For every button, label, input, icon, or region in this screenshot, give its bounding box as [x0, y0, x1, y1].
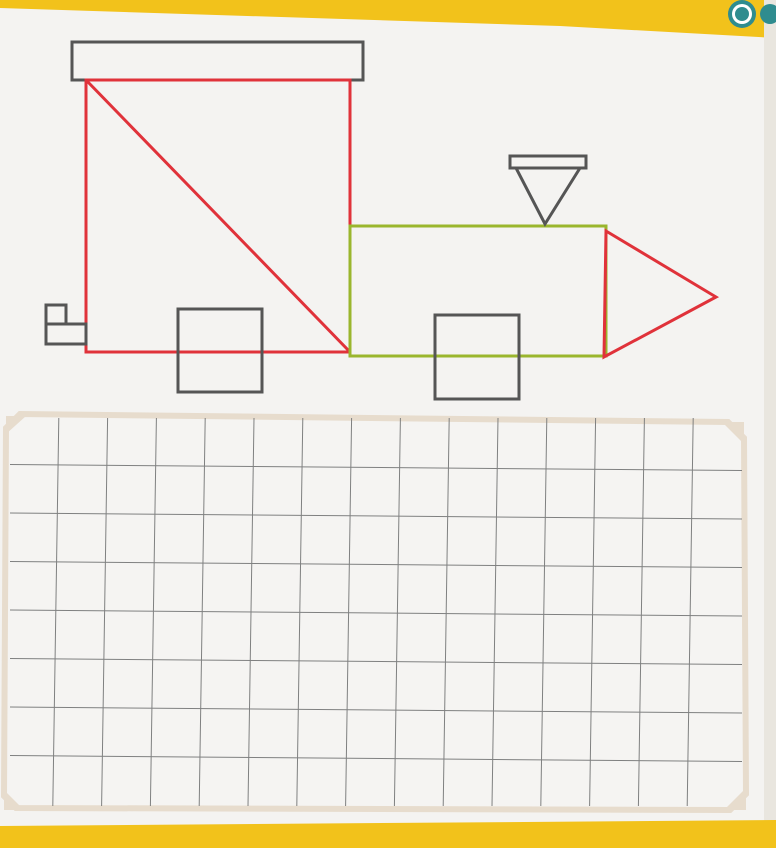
grid-frame — [4, 414, 746, 810]
right-edge-shadow — [764, 0, 776, 848]
drawing-grid — [4, 414, 746, 810]
